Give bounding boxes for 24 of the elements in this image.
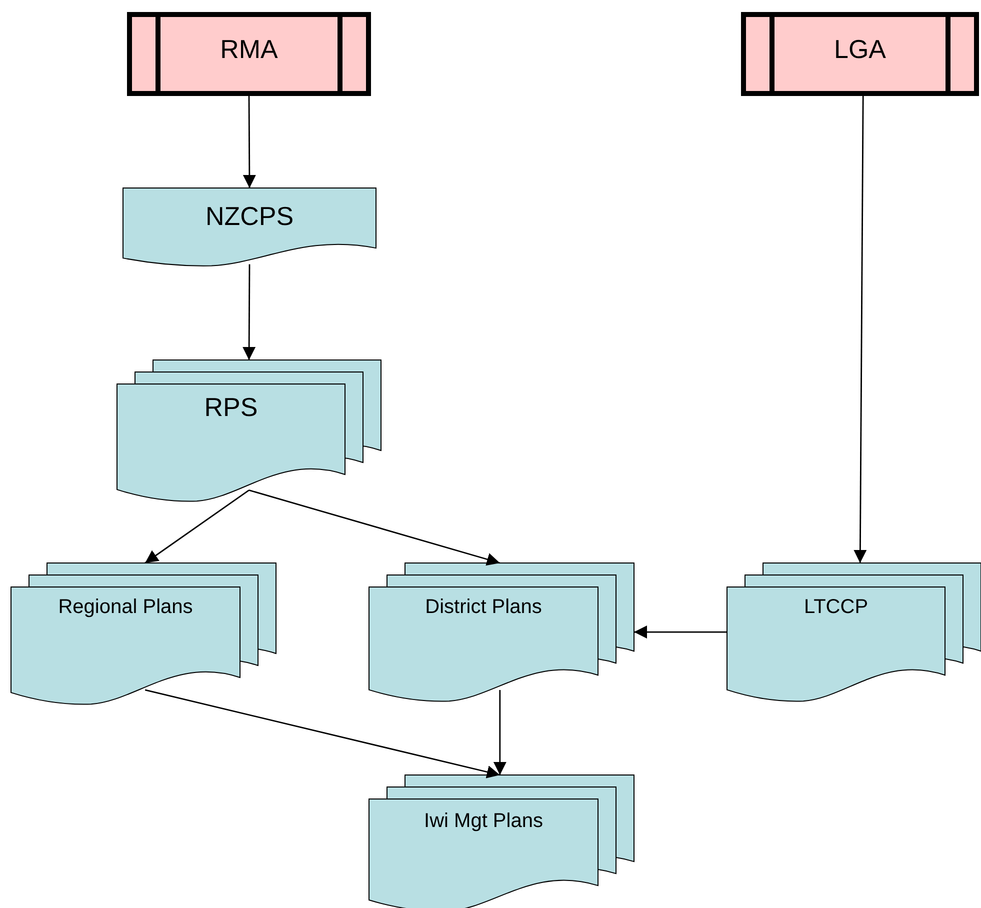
multi-document-shape [727, 563, 981, 700]
arrow [242, 264, 256, 360]
arrow [242, 96, 256, 188]
arrow [854, 96, 867, 563]
arrow [493, 690, 506, 775]
node-label: NZCPS [204, 201, 295, 232]
multi-document-shape [369, 563, 634, 700]
arrow [144, 490, 250, 564]
multi-document-shape [11, 563, 276, 703]
arrow [248, 490, 500, 566]
node-label: Iwi Mgt Plans [423, 810, 544, 833]
node-label: Regional Plans [57, 596, 194, 619]
node-label: LTCCP [802, 596, 870, 619]
predefined-process-box [127, 12, 371, 96]
arrow [144, 689, 500, 778]
document-shape [123, 188, 376, 265]
multi-document-shape [369, 775, 634, 908]
node-label: LGA [832, 34, 888, 65]
node-label: RPS [203, 392, 259, 423]
node-label: RMA [219, 34, 279, 65]
multi-document-shape [117, 360, 381, 500]
predefined-process-box [741, 12, 979, 96]
arrow [634, 626, 727, 639]
node-label: District Plans [424, 596, 543, 619]
